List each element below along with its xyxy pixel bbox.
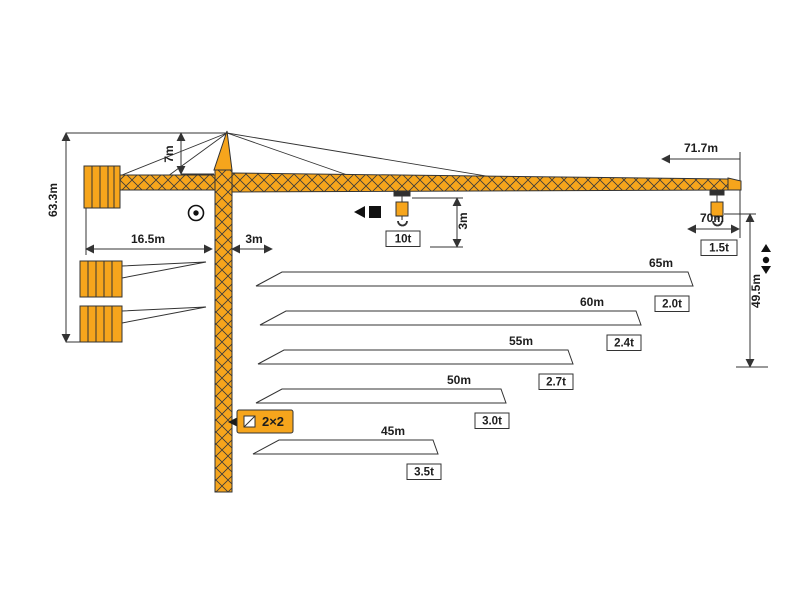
arrow-left-icon [228,417,237,427]
counterweight-block [83,165,121,209]
motion-symbols [187,204,771,274]
capacity-box-45m [406,463,442,480]
tip-load-box [700,239,738,256]
jib-length-label-65m: 65m [649,256,673,270]
jib-profile-55m [257,349,574,365]
capacity-label-60m: 2.4t [614,338,634,350]
badge-trolley-icon [243,415,256,428]
tower-mast [214,169,233,493]
trolley-hook-tip [709,189,725,227]
tip-load-label: 1.5t [709,243,729,255]
ballast-option-2 [79,305,207,343]
dim-jib-length-label: 71.7m [684,141,718,155]
max-load-label: 10t [395,234,412,246]
crane-structure [79,130,742,493]
dim-root-offset-label: 3m [245,232,262,246]
capacity-label-45m: 3.5t [414,467,434,479]
dim-max-radius-label: 70m [700,211,724,225]
dim-apex-label: 7m [162,145,176,162]
hook-icon [712,220,723,227]
reeving-badge: 2×2 [228,409,294,434]
jib-profile-45m [252,439,439,455]
jib-length-label-45m: 45m [381,424,405,438]
jib-length-label-60m: 60m [580,295,604,309]
hoist-icon [761,244,771,274]
labels: 71.7m 70m 63.3m 7m 16.5m 3m 3m 49.5m 10t… [46,141,763,479]
trolley-hook-mid [393,190,411,227]
jib-profile-65m [255,271,694,287]
value-boxes [385,230,738,480]
load-chart [252,271,694,455]
dim-hook-height-label: 49.5m [749,274,763,308]
reeving-badge-label: 2×2 [262,414,284,429]
pendant-ropes [121,132,517,182]
max-load-box [385,230,421,247]
dim-total-height-label: 63.3m [46,183,60,217]
capacity-label-50m: 3.0t [482,416,502,428]
dimension-lines [61,132,768,368]
dim-counter-jib-label: 16.5m [131,232,165,246]
capacity-label-65m: 2.0t [662,299,682,311]
ballast-option-1 [79,260,207,298]
counter-jib [117,174,216,191]
capacity-box-65m [654,295,690,312]
hook-icon [397,220,408,227]
capacity-box-55m [538,373,574,390]
jib-profile-50m [255,388,507,404]
jib-length-label-50m: 50m [447,373,471,387]
capacity-box-60m [606,334,642,351]
capacity-label-55m: 2.7t [546,377,566,389]
dim-hook-clearance-label: 3m [456,212,470,229]
jib-tip [727,177,742,191]
jib-length-label-55m: 55m [509,334,533,348]
jib-profile-60m [259,310,642,326]
main-jib [231,172,729,193]
trolley-travel-icon [354,206,381,218]
slewing-icon [187,204,205,222]
capacity-box-50m [474,412,510,429]
